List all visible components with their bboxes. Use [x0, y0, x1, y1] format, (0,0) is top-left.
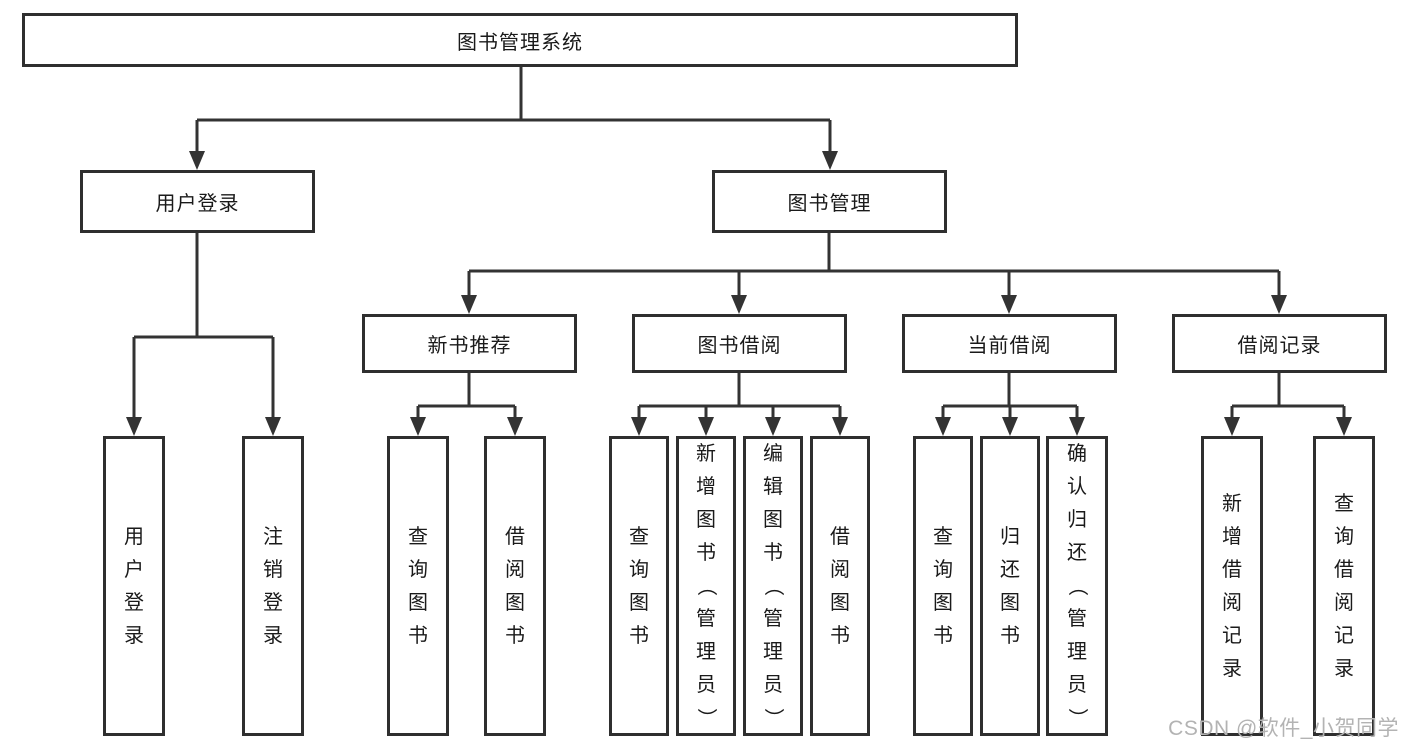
leaf-query-books-2-label: 查询图书 [629, 525, 649, 647]
node-current-borrow: 当前借阅 [902, 314, 1117, 373]
leaf-borrow-books-2-label: 借阅图书 [830, 525, 850, 647]
node-new-book-recommend: 新书推荐 [362, 314, 577, 373]
node-root-label: 图书管理系统 [457, 31, 583, 54]
node-user-login: 用户登录 [80, 170, 315, 233]
arrowhead-leaf-add-book [698, 417, 714, 436]
leaf-query-books-1: 查询图书 [387, 436, 449, 736]
node-book-management-label: 图书管理 [787, 193, 872, 215]
leaf-logout: 注销登录 [242, 436, 304, 736]
arrowhead-leaf-query-books-1 [410, 417, 426, 436]
arrowhead-current-borrow [1001, 295, 1017, 314]
arrowhead-book-management [822, 151, 838, 170]
leaf-borrow-books-1: 借阅图书 [484, 436, 546, 736]
node-root: 图书管理系统 [22, 13, 1018, 67]
leaf-query-books-1-label: 查询图书 [408, 525, 428, 647]
arrowhead-leaf-borrow-books-1 [507, 417, 523, 436]
leaf-edit-book-admin: 编辑图书（管理员） [743, 436, 803, 736]
leaf-query-borrow-record-label: 查询借阅记录 [1334, 492, 1354, 680]
leaf-confirm-return-admin-label: 确认归还（管理员） [1066, 443, 1088, 728]
leaf-query-books-3: 查询图书 [913, 436, 973, 736]
leaf-add-borrow-record: 新增借阅记录 [1201, 436, 1263, 736]
arrowhead-leaf-confirm-return [1069, 417, 1085, 436]
connector-borrow-records-children [1230, 373, 1346, 420]
node-new-book-recommend-label: 新书推荐 [427, 335, 512, 357]
leaf-query-borrow-record: 查询借阅记录 [1313, 436, 1375, 736]
arrowhead-leaf-edit-book [765, 417, 781, 436]
arrowhead-leaf-logout [265, 417, 281, 436]
leaf-add-book-admin: 新增图书（管理员） [676, 436, 736, 736]
connector-current-borrow-children [941, 373, 1079, 420]
arrowhead-leaf-return-book [1002, 417, 1018, 436]
leaf-user-login: 用户登录 [103, 436, 165, 736]
arrowhead-leaf-query-borrow-record [1336, 417, 1352, 436]
connector-root-to-level2 [195, 67, 832, 154]
node-user-login-label: 用户登录 [155, 193, 240, 215]
node-current-borrow-label: 当前借阅 [967, 335, 1052, 357]
leaf-borrow-books-1-label: 借阅图书 [505, 525, 525, 647]
arrowhead-leaf-add-borrow-record [1224, 417, 1240, 436]
node-book-management: 图书管理 [712, 170, 947, 233]
arrowhead-leaf-user-login [126, 417, 142, 436]
leaf-add-borrow-record-label: 新增借阅记录 [1222, 492, 1242, 680]
csdn-watermark: CSDN @软件_小贺同学 [1168, 717, 1399, 740]
leaf-return-book-label: 归还图书 [1000, 525, 1020, 647]
leaf-query-books-2: 查询图书 [609, 436, 669, 736]
arrowhead-leaf-query-books-3 [935, 417, 951, 436]
arrowhead-user-login [189, 151, 205, 170]
leaf-logout-label: 注销登录 [263, 525, 283, 647]
leaf-add-book-admin-label: 新增图书（管理员） [695, 443, 717, 728]
connector-user-login-children [132, 232, 275, 420]
node-book-borrow-label: 图书借阅 [697, 335, 782, 357]
node-borrow-records-label: 借阅记录 [1237, 335, 1322, 357]
leaf-query-books-3-label: 查询图书 [933, 525, 953, 647]
node-book-borrow: 图书借阅 [632, 314, 847, 373]
leaf-borrow-books-2: 借阅图书 [810, 436, 870, 736]
leaf-confirm-return-admin: 确认归还（管理员） [1046, 436, 1108, 736]
arrowhead-leaf-query-books-2 [631, 417, 647, 436]
connector-new-book-recommend-children [416, 373, 517, 420]
arrowhead-borrow-records [1271, 295, 1287, 314]
leaf-return-book: 归还图书 [980, 436, 1040, 736]
arrowhead-book-borrow [731, 295, 747, 314]
arrowhead-new-book-recommend [461, 295, 477, 314]
connector-book-management-children [467, 232, 1281, 298]
leaf-edit-book-admin-label: 编辑图书（管理员） [762, 443, 784, 728]
arrowhead-leaf-borrow-books-2 [832, 417, 848, 436]
leaf-user-login-label: 用户登录 [124, 525, 144, 647]
connector-book-borrow-children [637, 373, 842, 420]
node-borrow-records: 借阅记录 [1172, 314, 1387, 373]
